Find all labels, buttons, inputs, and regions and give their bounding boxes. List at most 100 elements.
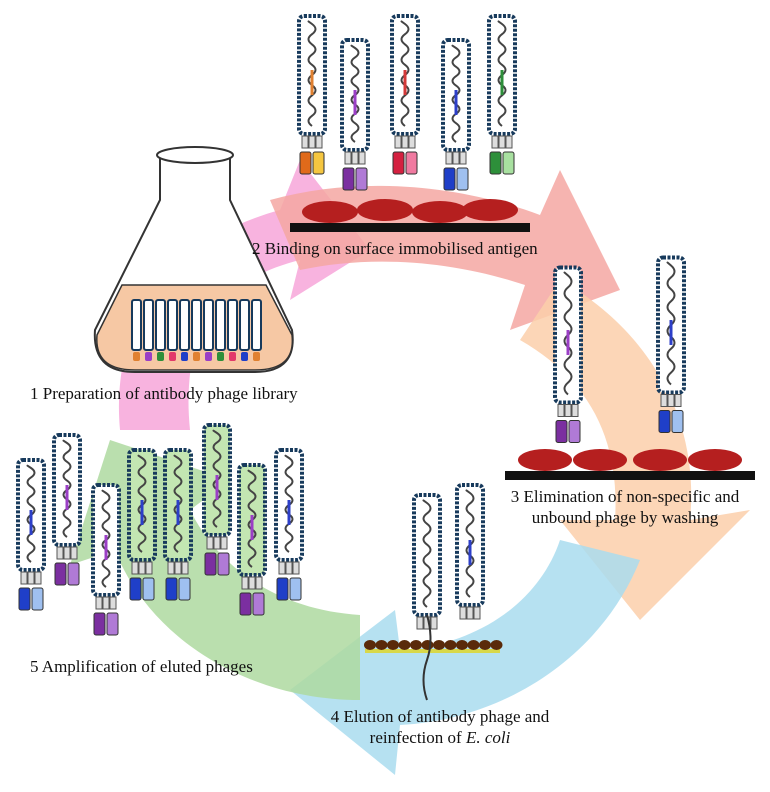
antibody-fragment-icon [443, 167, 456, 191]
antibody-fragment-icon [405, 151, 418, 175]
phage-tail-protein [34, 571, 42, 585]
mini-antibody-icon [205, 352, 212, 361]
mini-phage-icon [131, 299, 142, 351]
phage-tail-protein [174, 561, 182, 575]
phage-tail-protein [452, 151, 460, 165]
ecoli-lipid-icon [387, 640, 399, 650]
antigen-icon [462, 199, 518, 221]
antibody-fragment-icon [392, 151, 405, 175]
phage-dna [451, 44, 461, 143]
phage-tail-protein [564, 404, 572, 417]
phage-dna [400, 20, 410, 127]
antibody-fragment-icon [456, 167, 469, 191]
phage-icon [340, 38, 370, 191]
phage-dna [422, 499, 432, 608]
phage-dna [173, 454, 183, 553]
antigen-icon [518, 449, 572, 471]
phage-icon [274, 448, 304, 601]
mini-phage-icon [167, 299, 178, 351]
mini-antibody-icon [241, 352, 248, 361]
antigen-icon [573, 449, 627, 471]
phage-icon [237, 463, 267, 616]
phage-tail-protein [181, 561, 189, 575]
mini-antibody-icon [181, 352, 188, 361]
phage-icon [487, 14, 517, 175]
mini-antibody-icon [229, 352, 236, 361]
phage-icon [455, 483, 485, 620]
phage-tail-protein [557, 404, 565, 417]
antibody-fragment-icon [502, 151, 515, 175]
antibody-fragment-icon [312, 151, 325, 175]
antibody-fragment-icon [31, 587, 44, 611]
phage-icon [297, 14, 327, 175]
mini-phage-icon [155, 299, 166, 351]
phage-tail-protein [63, 546, 71, 560]
mini-phage-icon [251, 299, 262, 351]
phage-dna [666, 261, 676, 386]
phage-tail-protein [138, 561, 146, 575]
step2-label: 2 Binding on surface immobilised antigen [252, 239, 538, 258]
phage-tail-protein [315, 135, 323, 149]
phage-tail-protein [667, 394, 675, 407]
antibody-fragment-icon [671, 410, 684, 433]
ecoli-lipid-icon [364, 640, 376, 650]
phage-tail-protein [109, 596, 117, 610]
mini-phage-icon [227, 299, 238, 351]
mini-phage-icon [143, 299, 154, 351]
antigen-icon [302, 201, 358, 223]
step1-label: 1 Preparation of antibody phage library [30, 384, 298, 403]
phage-tail-protein [358, 151, 366, 165]
phage-icon [553, 265, 583, 443]
phage-tail-protein [213, 536, 221, 550]
antibody-fragment-icon [106, 612, 119, 636]
phage-icon [16, 458, 46, 611]
phage-icon [656, 255, 686, 433]
ecoli-infection-dna [422, 614, 432, 701]
ecoli-lipid-icon [375, 640, 388, 650]
step3-label-line2: unbound phage by washing [531, 508, 719, 527]
antibody-fragment-icon [18, 587, 31, 611]
phage-tail-protein [430, 616, 438, 630]
antibody-fragment-icon [165, 577, 178, 601]
mini-antibody-icon [253, 352, 260, 361]
antibody-fragment-icon [252, 592, 265, 616]
phage-tail-protein [408, 135, 416, 149]
mini-phage-icon [191, 299, 202, 351]
phage-tail-protein [473, 606, 481, 620]
phage-tail-protein [285, 561, 293, 575]
flask-mouth [156, 146, 234, 164]
phage-dna [465, 489, 475, 598]
phage-tail-protein [70, 546, 78, 560]
phage-tail-protein [131, 561, 139, 575]
phage-tail-protein [56, 546, 64, 560]
mini-phage-icon [215, 299, 226, 351]
phage-tail-protein [394, 135, 402, 149]
phage-tail-protein [278, 561, 286, 575]
surface-bar [290, 223, 530, 232]
phage-tail-protein [255, 576, 263, 590]
antigen-icon [688, 449, 742, 471]
antibody-fragment-icon [178, 577, 191, 601]
phage-tail-protein [459, 151, 467, 165]
phage-tail-protein [401, 135, 409, 149]
antibody-fragment-icon [568, 420, 581, 443]
step4-label-line2: reinfection of E. coli [300, 727, 580, 748]
phage-tail-protein [308, 135, 316, 149]
phage-tail-protein [660, 394, 668, 407]
antibody-fragment-icon [129, 577, 142, 601]
ecoli-lipid-icon [490, 640, 503, 650]
phage-tail-protein [248, 576, 256, 590]
phage-tail-protein [102, 596, 110, 610]
antibody-fragment-icon [355, 167, 368, 191]
phage-tail-protein [292, 561, 300, 575]
cycle-arrow-icon [290, 540, 640, 775]
phage-dna [350, 44, 360, 143]
antibody-fragment-icon [489, 151, 502, 175]
phage-icon [127, 448, 157, 601]
phage-tail-protein [301, 135, 309, 149]
antibody-fragment-icon [289, 577, 302, 601]
antibody-fragment-icon [142, 577, 155, 601]
phage-tail-protein [491, 135, 499, 149]
antibody-fragment-icon [239, 592, 252, 616]
